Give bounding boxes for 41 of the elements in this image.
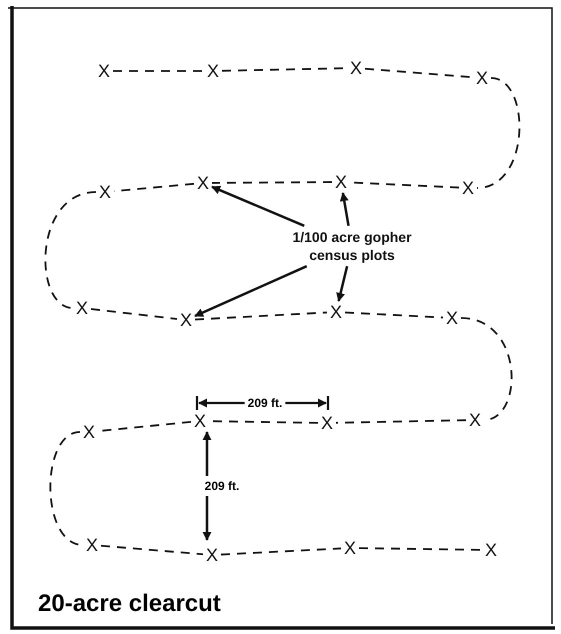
plot-marker: X	[85, 536, 99, 554]
leader-arrow	[340, 192, 350, 226]
plot-marker: X	[343, 539, 357, 557]
dashed-path	[344, 312, 444, 318]
dashed-path	[220, 548, 342, 556]
plot-marker: X	[75, 299, 89, 317]
dashed-path	[476, 77, 520, 189]
plot-marker: X	[334, 173, 348, 191]
leader-arrow	[336, 266, 348, 302]
plot-marker: X	[461, 179, 475, 197]
dashed-path	[212, 181, 332, 184]
plot-marker: X	[98, 183, 112, 201]
dashed-path	[114, 182, 194, 192]
dashed-path	[359, 547, 482, 551]
callout-text: 1/100 acre gopher census plots	[277, 228, 427, 264]
plot-marker: X	[445, 309, 459, 327]
leader-arrow	[194, 265, 308, 318]
plot-marker: X	[468, 411, 482, 429]
leader-arrow	[211, 186, 305, 227]
dimension-label: 209 ft.	[204, 479, 240, 493]
dashed-path	[336, 419, 466, 424]
dashed-path	[100, 544, 204, 556]
dashed-path	[90, 308, 178, 320]
plot-marker: X	[97, 62, 111, 80]
dimension-label: 209 ft.	[248, 396, 282, 410]
dashed-path	[460, 317, 512, 421]
caption: 20-acre clearcut	[38, 590, 221, 618]
dashed-path	[113, 70, 204, 72]
dashed-path	[44, 191, 96, 309]
plot-marker: X	[196, 174, 210, 192]
plot-marker: X	[179, 311, 193, 329]
plot-marker: X	[475, 69, 489, 87]
dashed-path	[194, 312, 328, 320]
plot-marker: X	[329, 303, 343, 321]
plot-marker: X	[82, 423, 96, 441]
plot-marker: X	[193, 412, 207, 430]
plot-marker: X	[484, 541, 498, 559]
plot-marker: X	[205, 546, 219, 564]
plot-marker: X	[349, 59, 363, 77]
plot-marker: X	[206, 62, 220, 80]
plot-marker: X	[320, 414, 334, 432]
